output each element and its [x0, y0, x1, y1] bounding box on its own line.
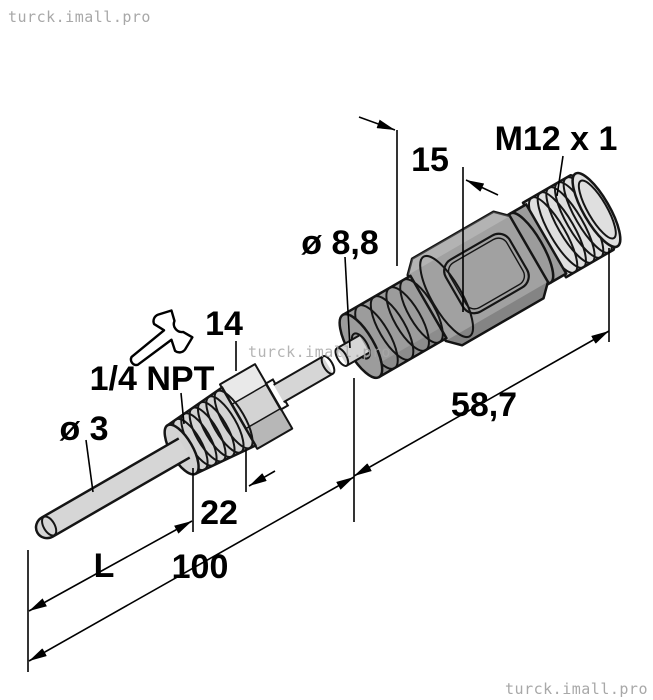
label-process-thread: 1/4 NPT — [90, 360, 215, 398]
dimension-layer: M12 x 1 15 ø 8,8 14 1/4 NPT ø 3 58,7 22 … — [27, 116, 618, 672]
watermark-top-left: turck.imall.pro — [8, 8, 151, 26]
watermark-center: turck.imall.pro — [248, 343, 391, 361]
leader-m12 — [556, 155, 564, 197]
dim-line-58-7 — [353, 330, 610, 477]
label-probe-length: 100 — [172, 548, 229, 586]
label-sleeve-diameter: ø 8,8 — [301, 224, 378, 262]
dim-arrow-15-right — [465, 179, 499, 196]
label-wrench-size: 14 — [205, 305, 243, 343]
leader-sleeve-dia — [344, 256, 351, 349]
m12-thread-section — [521, 171, 622, 279]
connector-housing — [406, 210, 550, 347]
leader-probe-dia — [85, 439, 94, 493]
label-connector-hex: 15 — [411, 141, 449, 179]
dim-arrow-15-left — [358, 116, 396, 131]
probe-stem-left — [273, 355, 336, 404]
probe-tube — [34, 437, 191, 540]
leader-npt — [180, 392, 185, 425]
sensor-body — [34, 171, 622, 540]
label-connector-thread: M12 x 1 — [495, 120, 618, 158]
wrench-icon — [129, 309, 194, 367]
watermark-bottom-right: turck.imall.pro — [505, 680, 648, 698]
label-probe-diameter: ø 3 — [59, 410, 108, 448]
dim-arrow-22 — [248, 470, 276, 487]
dim-line-100 — [28, 476, 355, 662]
label-immersion-length: L — [94, 547, 115, 585]
label-connector-length: 58,7 — [451, 386, 517, 424]
label-thread-length: 22 — [200, 494, 238, 532]
